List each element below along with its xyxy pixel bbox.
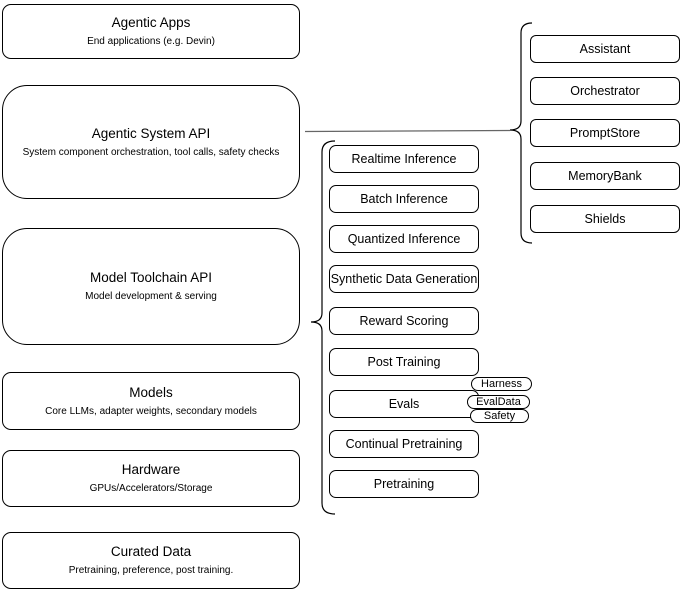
node-label: Safety <box>483 409 516 422</box>
node-realtime-inference: Realtime Inference <box>329 145 479 173</box>
node-label: Reward Scoring <box>359 314 449 328</box>
node-agentic-apps: Agentic Apps End applications (e.g. Devi… <box>2 4 300 59</box>
node-label: Batch Inference <box>360 192 448 206</box>
node-label: Assistant <box>579 42 631 56</box>
node-evals-evaldata: EvalData <box>467 395 530 409</box>
node-label: MemoryBank <box>568 169 642 183</box>
connector-system-api-to-components <box>304 129 511 133</box>
node-label: Harness <box>481 377 522 390</box>
node-subtitle: System component orchestration, tool cal… <box>22 146 280 158</box>
node-hardware: Hardware GPUs/Accelerators/Storage <box>2 450 300 507</box>
node-evals-harness: Harness <box>471 377 532 391</box>
node-batch-inference: Batch Inference <box>329 185 479 213</box>
brace-system-components-group <box>509 22 533 244</box>
node-subtitle: Pretraining, preference, post training. <box>68 565 234 576</box>
node-curated-data: Curated Data Pretraining, preference, po… <box>2 532 300 589</box>
node-subtitle: GPUs/Accelerators/Storage <box>89 483 213 494</box>
node-label: Evals <box>388 397 420 411</box>
node-memorybank: MemoryBank <box>530 162 680 190</box>
node-continual-pretraining: Continual Pretraining <box>329 430 479 458</box>
node-evals: Evals <box>329 390 479 418</box>
node-label: Shields <box>584 212 626 226</box>
node-title: Model Toolchain API <box>89 270 213 286</box>
node-post-training: Post Training <box>329 348 479 376</box>
node-subtitle: End applications (e.g. Devin) <box>87 36 215 47</box>
node-synthetic-data-generation: Synthetic Data Generation <box>329 265 479 293</box>
node-model-toolchain-api: Model Toolchain API Model development & … <box>2 228 300 345</box>
node-label: Synthetic Data Generation <box>330 272 478 286</box>
node-quantized-inference: Quantized Inference <box>329 225 479 253</box>
node-promptstore: PromptStore <box>530 119 680 147</box>
node-label: Orchestrator <box>570 84 640 98</box>
node-title: Agentic System API <box>91 125 211 141</box>
node-reward-scoring: Reward Scoring <box>329 307 479 335</box>
node-label: Quantized Inference <box>347 232 461 246</box>
node-label: Realtime Inference <box>351 152 457 166</box>
node-subtitle: Model development & serving <box>85 291 217 302</box>
node-title: Agentic Apps <box>111 15 191 31</box>
node-label: PromptStore <box>569 126 641 140</box>
node-orchestrator: Orchestrator <box>530 77 680 105</box>
node-subtitle: Core LLMs, adapter weights, secondary mo… <box>45 405 257 417</box>
node-label: Continual Pretraining <box>345 437 463 451</box>
node-models: Models Core LLMs, adapter weights, secon… <box>2 372 300 430</box>
node-shields: Shields <box>530 205 680 233</box>
node-pretraining: Pretraining <box>329 470 479 498</box>
brace-toolchain-group <box>310 140 336 515</box>
node-title: Models <box>129 384 173 400</box>
node-evals-safety: Safety <box>470 409 529 423</box>
node-title: Curated Data <box>110 544 192 560</box>
node-label: Pretraining <box>373 477 435 491</box>
node-agentic-system-api: Agentic System API System component orch… <box>2 85 300 199</box>
node-title: Hardware <box>121 462 181 478</box>
node-label: Post Training <box>367 355 441 369</box>
node-assistant: Assistant <box>530 35 680 63</box>
node-label: EvalData <box>476 395 521 408</box>
